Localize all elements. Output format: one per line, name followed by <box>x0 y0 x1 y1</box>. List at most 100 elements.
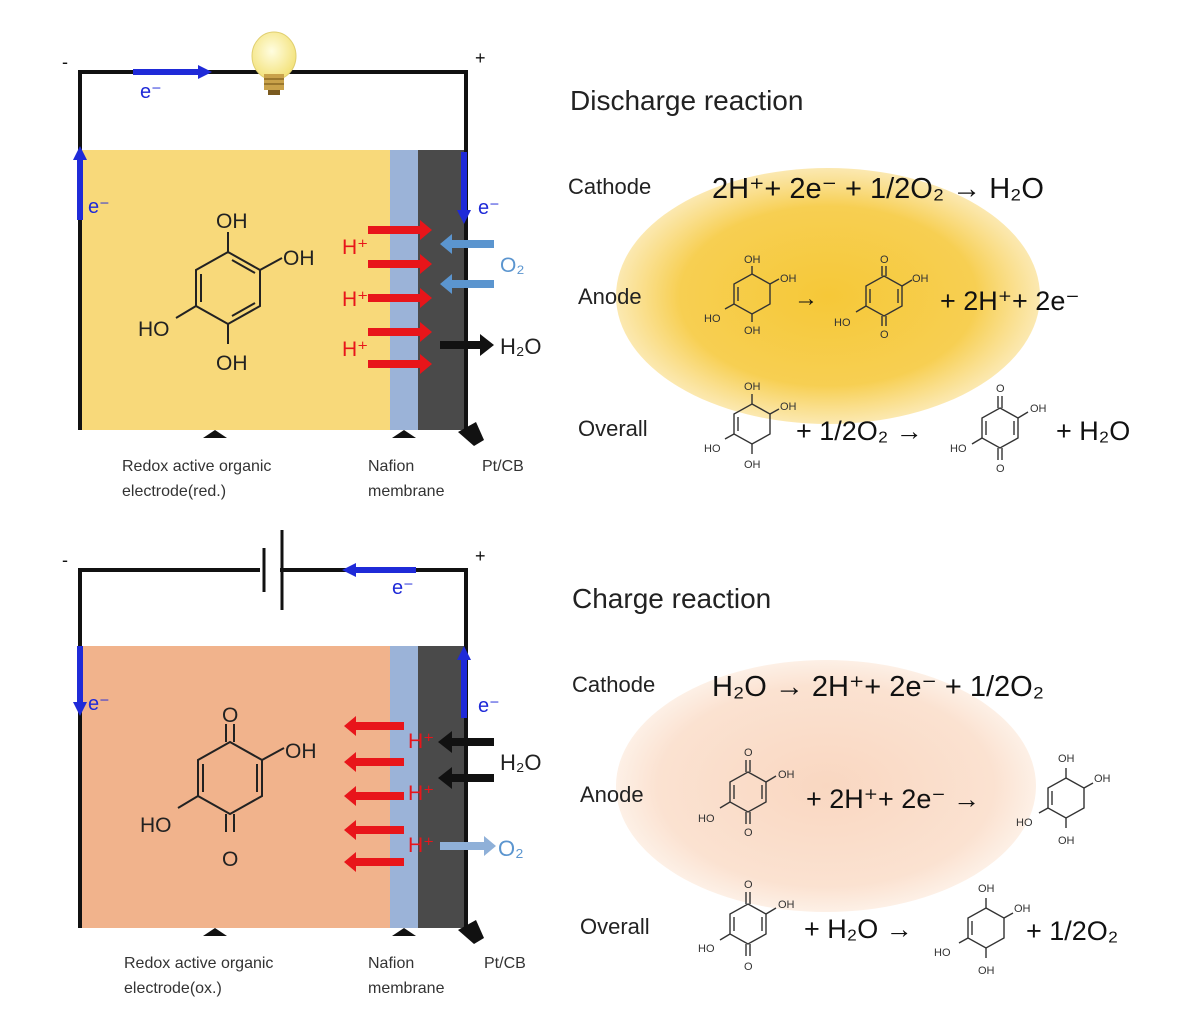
charge-overall-product-oh-top: OH <box>978 883 995 895</box>
charge-terminal-minus: - <box>62 550 68 570</box>
discharge-cell: - + e⁻ e⁻ e⁻ OH OH HO <box>62 31 542 500</box>
discharge-overall-label: Overall <box>578 416 648 441</box>
charge-overall-product-oh-right: OH <box>1014 903 1031 915</box>
charge-cathode-equation: H₂O → 2H⁺+ 2e⁻ + 1/2O₂ <box>712 671 1044 703</box>
charge-reaction-title: Charge reaction <box>572 583 771 614</box>
charge-nafion-membrane <box>390 646 418 928</box>
discharge-anode-product-structure <box>855 266 913 326</box>
charge-proton-label-3: H⁺ <box>408 834 434 857</box>
benzoquinone-oh-right: OH <box>285 740 317 763</box>
discharge-nafion-membrane <box>390 150 418 430</box>
charge-overall-reactant-ho-left: HO <box>698 943 715 955</box>
discharge-overall-product-structure <box>971 396 1029 460</box>
discharge-glow <box>616 168 1040 424</box>
charge-overall-reactant-o-top: O <box>744 879 753 891</box>
discharge-overall-mid: + 1/2O₂ → <box>796 416 923 446</box>
discharge-top-electron-arrow <box>133 65 212 79</box>
charge-proton-arrows <box>344 716 404 872</box>
charge-water-label: H₂O <box>500 750 542 775</box>
charge-overall-product-oh-bottom: OH <box>978 965 995 977</box>
discharge-membrane-label-line2: membrane <box>368 483 445 500</box>
discharge-electrode-region <box>82 150 390 430</box>
charge-overall-reactant-oh-right: OH <box>778 899 795 911</box>
charge-overall-reactant-structure <box>719 892 777 956</box>
charge-left-electron-label: e⁻ <box>88 693 110 715</box>
discharge-water-label: H₂O <box>500 334 542 359</box>
discharge-water-arrow <box>440 334 494 356</box>
discharge-anode-reactant-structure <box>724 266 780 322</box>
charge-glow <box>616 660 1036 912</box>
charge-anode-product-oh-right: OH <box>1094 773 1111 785</box>
discharge-pt-cb-layer <box>418 150 464 430</box>
discharge-top-electron-label: e⁻ <box>140 81 162 103</box>
charge-overall-reactant-o-bottom: O <box>744 961 753 973</box>
hydroquinone-oh-top: OH <box>216 210 248 233</box>
benzoquinone-ho-left: HO <box>140 814 172 837</box>
discharge-anode-product-ho-left: HO <box>834 317 851 329</box>
charge-cathode-label: Cathode <box>572 672 655 697</box>
charge-membrane-label-line1: Nafion <box>368 955 414 972</box>
light-bulb-icon <box>251 31 297 95</box>
charge-anode-reactant-o-bottom: O <box>744 827 753 839</box>
discharge-right-electron-label: e⁻ <box>478 197 500 219</box>
charge-electrode-label-line2: electrode(ox.) <box>124 980 222 997</box>
charge-right-electron-arrow <box>457 646 471 718</box>
charge-anode-label: Anode <box>580 782 644 807</box>
charge-anode-reactant-oh-right: OH <box>778 769 795 781</box>
discharge-oxygen-label: O₂ <box>500 254 525 277</box>
discharge-overall-reactant-ho-left: HO <box>704 443 721 455</box>
charge-membrane-label-line2: membrane <box>368 980 445 997</box>
charge-electrode-label-line1: Redox active organic <box>124 955 273 972</box>
charge-terminal-plus: + <box>475 546 486 566</box>
charge-overall-product-structure <box>958 898 1014 958</box>
charge-overall-label: Overall <box>580 914 650 939</box>
discharge-oxygen-arrows <box>440 234 494 294</box>
discharge-left-electron-label: e⁻ <box>88 196 110 218</box>
charge-water-arrows <box>438 731 494 789</box>
discharge-right-electron-arrow <box>457 152 471 224</box>
discharge-anode-arrow: → <box>794 285 818 312</box>
hydroquinone-structure <box>175 232 283 344</box>
discharge-overall-product-oh-right: OH <box>1030 403 1047 415</box>
charge-anode-reactant-o-top: O <box>744 747 753 759</box>
hydroquinone-ho-left: HO <box>138 318 170 341</box>
charge-anode-reactant-structure <box>719 760 777 824</box>
discharge-electrode-pointer <box>203 430 227 438</box>
charge-cell: - + e⁻ e⁻ e⁻ O OH HO <box>62 530 542 997</box>
charge-oxygen-label: O₂ <box>498 836 524 861</box>
discharge-proton-label-2: H⁺ <box>342 288 368 311</box>
charge-overall-mid: + H₂O → <box>804 914 913 944</box>
charge-top-electron-arrow <box>342 563 416 577</box>
discharge-left-electron-arrow <box>73 146 87 220</box>
hydroquinone-oh-bottom: OH <box>216 352 248 375</box>
charge-catalyst-label: Pt/CB <box>484 955 526 972</box>
charge-left-electron-arrow <box>73 646 87 716</box>
discharge-reaction-title: Discharge reaction <box>570 85 803 116</box>
discharge-electrode-label-line1: Redox active organic <box>122 458 271 475</box>
charge-overall-product-ho-left: HO <box>934 947 951 959</box>
charge-anode-mid: + 2H⁺+ 2e⁻ → <box>806 784 980 814</box>
discharge-proton-arrows <box>368 220 432 374</box>
discharge-anode-product-oh-right: OH <box>912 273 929 285</box>
discharge-anode-product-o-top: O <box>880 254 889 266</box>
discharge-proton-label-1: H⁺ <box>342 236 368 259</box>
charge-electrode-region <box>82 646 390 928</box>
charge-proton-label-2: H⁺ <box>408 782 434 805</box>
charge-membrane-pointer <box>392 928 416 936</box>
discharge-membrane-label-line1: Nafion <box>368 458 414 475</box>
discharge-electrode-label-line2: electrode(red.) <box>122 483 226 500</box>
charge-top-electron-label: e⁻ <box>392 577 414 599</box>
discharge-terminal-plus: + <box>475 48 486 68</box>
discharge-terminal-minus: - <box>62 52 68 72</box>
charge-anode-product-structure <box>1038 768 1094 828</box>
charge-right-electron-label: e⁻ <box>478 695 500 717</box>
charge-oxygen-arrow <box>440 836 496 856</box>
charge-proton-label-1: H⁺ <box>408 730 434 753</box>
discharge-overall-product-o-top: O <box>996 383 1005 395</box>
discharge-overall-reactant-oh-bottom: OH <box>744 459 761 471</box>
discharge-proton-label-3: H⁺ <box>342 338 368 361</box>
discharge-anode-reactant-oh-top: OH <box>744 254 761 266</box>
discharge-overall-end: + H₂O <box>1056 416 1130 446</box>
discharge-anode-label: Anode <box>578 284 642 309</box>
